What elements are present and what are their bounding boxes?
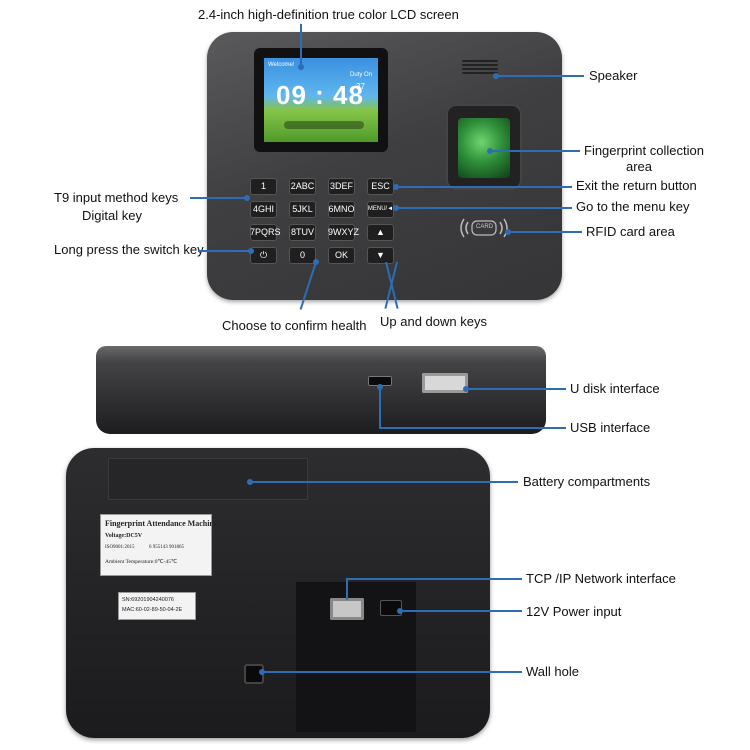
- label-lcd: 2.4-inch high-definition true color LCD …: [198, 7, 459, 22]
- callout-dot-lcd: [298, 64, 304, 70]
- callout-dot-wallhole: [259, 669, 265, 675]
- callout-dot-exit: [393, 184, 399, 190]
- callout-line-speaker: [496, 75, 584, 77]
- key-7[interactable]: 7PQRS: [250, 224, 281, 241]
- ethernet-port[interactable]: [330, 598, 364, 620]
- usb-port[interactable]: [368, 376, 392, 386]
- callout-line-t9: [190, 197, 246, 199]
- callout-dot-udisk: [463, 386, 469, 392]
- label-t9-1: T9 input method keys: [54, 190, 179, 205]
- callout-line-battery: [250, 481, 518, 483]
- key-0[interactable]: 0: [289, 247, 316, 264]
- label-updown: Up and down keys: [380, 314, 487, 329]
- key-9[interactable]: 9WXYZ: [328, 224, 359, 241]
- label-t9-2: Digital key: [82, 208, 142, 223]
- callout-line-rfid: [508, 231, 582, 233]
- callout-line-usb-h: [379, 427, 566, 429]
- sticker-voltage: Voltage:DC5V: [105, 533, 143, 539]
- down-key[interactable]: ▼: [367, 247, 394, 264]
- screen-seconds: 37: [356, 82, 365, 91]
- key-8[interactable]: 8TUV: [289, 224, 316, 241]
- label-usb: USB interface: [570, 420, 651, 435]
- callout-dot-usb: [377, 384, 383, 390]
- key-3[interactable]: 3DEF: [328, 178, 355, 195]
- label-rfid: RFID card area: [586, 224, 675, 239]
- callout-line-switch: [198, 250, 250, 252]
- callout-line-tcpip-v: [346, 578, 348, 600]
- callout-line-lcd: [300, 24, 302, 66]
- label-speaker: Speaker: [589, 68, 638, 83]
- label-menu: Go to the menu key: [576, 199, 690, 214]
- callout-dot-confirm: [313, 259, 319, 265]
- key-1[interactable]: 1: [250, 178, 277, 195]
- label-wallhole: Wall hole: [526, 664, 579, 679]
- label-fingerprint-2: area: [626, 159, 653, 174]
- screen-time: 09 : 48: [276, 80, 364, 110]
- callout-dot-rfid: [505, 229, 511, 235]
- label-confirm: Choose to confirm health: [222, 318, 367, 333]
- callout-line-fingerprint: [490, 150, 580, 152]
- rfid-icon: CARD: [456, 215, 512, 241]
- label-battery: Battery compartments: [523, 474, 651, 489]
- callout-line-wallhole: [262, 671, 522, 673]
- up-key[interactable]: ▲: [367, 224, 394, 241]
- callout-dot-fingerprint: [487, 148, 493, 154]
- label-exit: Exit the return button: [576, 178, 697, 193]
- callout-line-udisk: [466, 388, 566, 390]
- label-switch: Long press the switch key: [54, 242, 204, 257]
- battery-compartment: [108, 458, 308, 500]
- lcd-screen: Welcome! Duty On 09 : 48 37: [264, 58, 378, 142]
- key-5[interactable]: 5JKL: [289, 201, 316, 218]
- callout-line-tcpip-h: [346, 578, 522, 580]
- callout-dot-battery: [247, 479, 253, 485]
- key-4[interactable]: 4GHI: [250, 201, 277, 218]
- sticker-temperature: Ambient Temperature:0℃-45℃: [105, 559, 178, 565]
- ok-key[interactable]: OK: [328, 247, 355, 264]
- product-label-sticker: Fingerprint Attendance Machine Voltage:D…: [100, 514, 217, 576]
- sticker-title: Fingerprint Attendance Machine: [105, 519, 218, 528]
- esc-key[interactable]: ESC: [367, 178, 394, 195]
- callout-dot-power: [397, 608, 403, 614]
- callout-dot-menu: [393, 205, 399, 211]
- label-power: 12V Power input: [526, 604, 622, 619]
- screen-welcome: Welcome!: [268, 62, 295, 68]
- serial-label-sticker: SN:69201904240076 MAC:60-02-89-50-04-2E: [118, 592, 196, 620]
- sticker-mac: MAC:60-02-89-50-04-2E: [122, 607, 183, 613]
- callout-line-usb-v: [379, 388, 381, 428]
- sticker-iso: ISO9001:2015: [105, 545, 135, 550]
- label-udisk: U disk interface: [570, 381, 660, 396]
- callout-line-menu: [396, 207, 572, 209]
- rfid-card-text: CARD: [476, 224, 494, 230]
- label-tcpip: TCP /IP Network interface: [526, 571, 676, 586]
- key-2[interactable]: 2ABC: [289, 178, 316, 195]
- screen-date-bar: [284, 121, 364, 129]
- callout-line-exit: [396, 186, 572, 188]
- power-switch-key[interactable]: ⏻: [250, 247, 277, 264]
- callout-line-power: [400, 610, 522, 612]
- fingerprint-sensor[interactable]: [458, 118, 510, 178]
- sticker-sn: SN:69201904240076: [122, 597, 174, 603]
- u-disk-port[interactable]: [422, 373, 468, 393]
- label-fingerprint-1: Fingerprint collection: [584, 143, 704, 158]
- screen-duty: Duty On: [349, 72, 372, 78]
- callout-dot-speaker: [493, 73, 499, 79]
- speaker-grille: [462, 58, 498, 78]
- key-6[interactable]: 6MNO: [328, 201, 355, 218]
- side-device-body: [96, 346, 546, 434]
- sticker-barcode: 6 955143 901865: [149, 545, 184, 550]
- callout-dot-switch: [248, 248, 254, 254]
- callout-dot-t9: [244, 195, 250, 201]
- menu-key[interactable]: MENU/◄: [367, 201, 394, 218]
- power-port[interactable]: [380, 600, 402, 616]
